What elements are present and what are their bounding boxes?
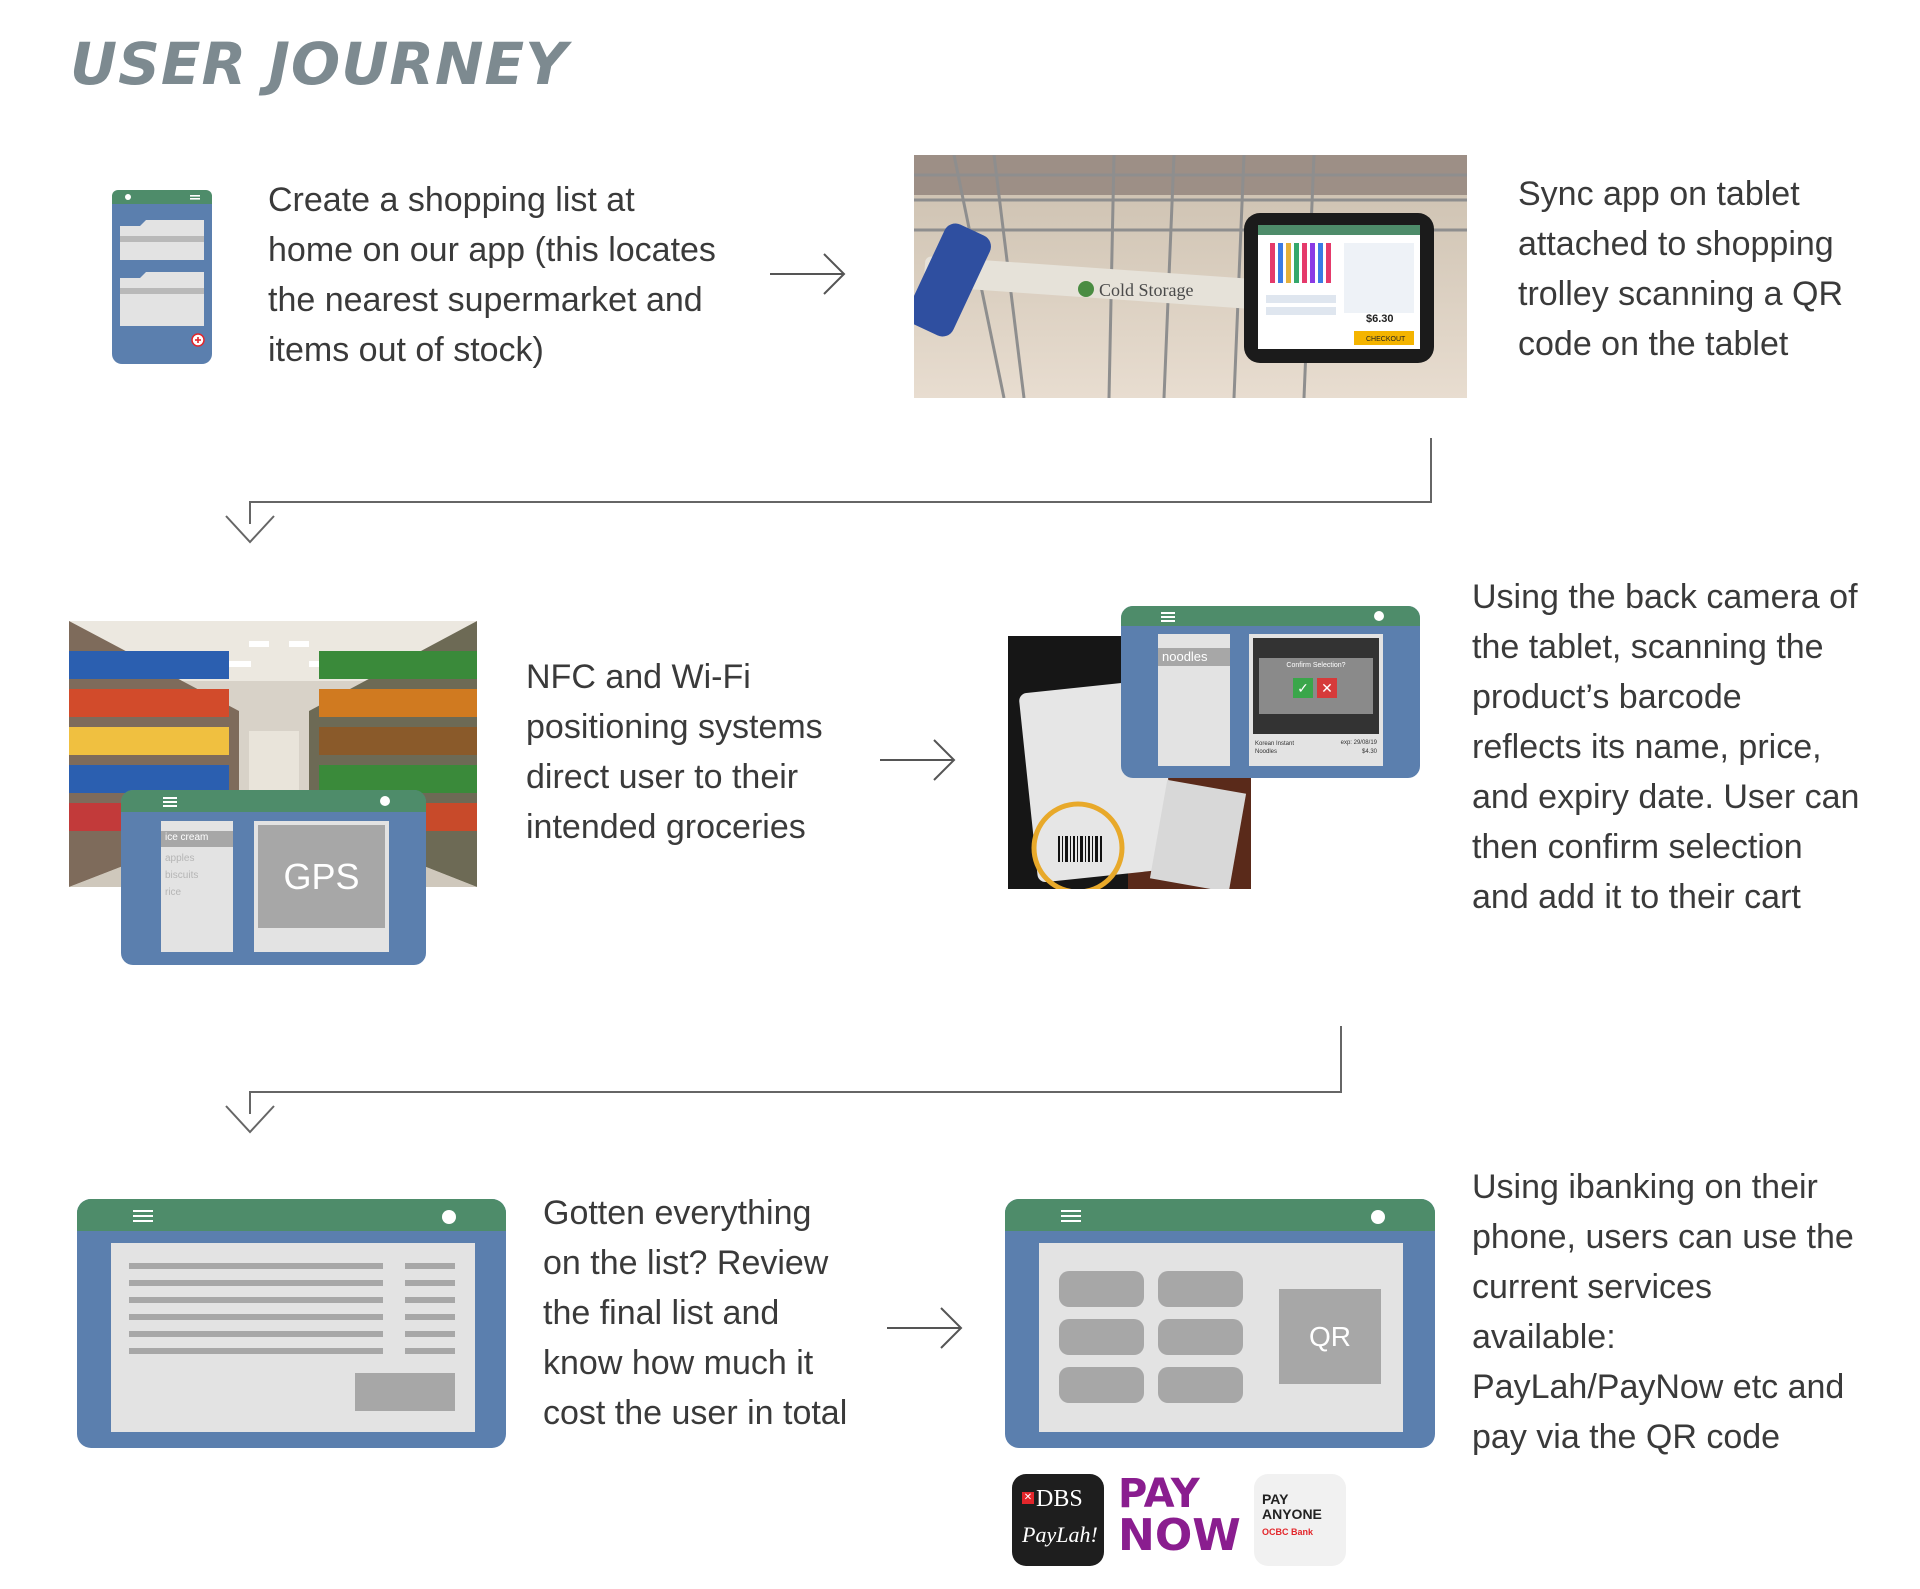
- paynow-line2-text: NOW: [1118, 1510, 1241, 1561]
- arrow-right-icon: [880, 739, 956, 781]
- dbs-x-icon: ✕: [1022, 1492, 1034, 1504]
- ocbc-bank-text: OCBC Bank: [1262, 1527, 1314, 1537]
- confirm-check-icon[interactable]: ✓: [1293, 678, 1313, 698]
- payanyone-line2-text: ANYONE: [1262, 1506, 1322, 1522]
- scan-dialog-title: Confirm Selection?: [1286, 662, 1346, 669]
- connector-arrow-down-icon: [225, 438, 1432, 544]
- page-title: USER JOURNEY: [70, 30, 569, 98]
- gps-item-biscuits: biscuits: [165, 870, 199, 881]
- review-list-tablet-mockup: [77, 1199, 506, 1448]
- scan-expiry: exp: 29/08/19: [1340, 740, 1377, 746]
- gps-panel-label: GPS: [258, 825, 385, 928]
- step-4-text: Using the back camera of the tablet, sca…: [1472, 578, 1860, 916]
- qr-panel-label: QR: [1279, 1289, 1381, 1384]
- ocbc-payanyone-logo: PAY ANYONE OCBC Bank: [1254, 1474, 1346, 1566]
- paynow-line1-text: PAY: [1118, 1471, 1200, 1517]
- scan-sidebar-item: noodles: [1162, 649, 1208, 664]
- connector-arrow-down-icon: [225, 1026, 1342, 1134]
- trolley-price-text: $6.30: [1366, 313, 1394, 325]
- status-dot-icon: [1371, 1210, 1385, 1224]
- phone-mockup-icon: [112, 190, 212, 364]
- gps-item-ice-cream: ice cream: [165, 832, 209, 843]
- status-dot-icon: [442, 1210, 456, 1224]
- step-5-text: Gotten everything on the list? Review th…: [543, 1194, 848, 1432]
- arrow-right-icon: [887, 1307, 963, 1349]
- menu-icon: [163, 797, 177, 799]
- gps-item-rice: rice: [165, 887, 182, 898]
- menu-icon: [1061, 1210, 1081, 1212]
- status-dot-icon: [1374, 611, 1384, 621]
- scan-product-name: Korean Instant Noodles: [1255, 741, 1295, 755]
- step-1-text: Create a shopping list at home on our ap…: [268, 181, 716, 369]
- arrow-right-icon: [770, 253, 846, 295]
- scan-tablet-mockup: noodles Confirm Selection? ✓ ✕ Korean In…: [1121, 606, 1420, 778]
- scan-price: $4.30: [1361, 749, 1377, 755]
- trolley-checkout-text: CHECKOUT: [1366, 336, 1406, 343]
- trolley-tablet-photo: Cold Storage $6.30 CHECKOUT: [914, 155, 1467, 398]
- paylah-logo-text: PayLah!: [1022, 1522, 1098, 1547]
- cancel-x-icon[interactable]: ✕: [1317, 678, 1337, 698]
- paynow-logo: PAY NOW: [1118, 1474, 1248, 1566]
- menu-icon: [1161, 612, 1175, 614]
- step-2-text: Sync app on tablet attached to shopping …: [1518, 175, 1844, 363]
- payment-tablet-mockup: QR: [1005, 1199, 1435, 1448]
- dbs-logo-text: DBS: [1036, 1486, 1083, 1512]
- total-block: [355, 1373, 455, 1411]
- dbs-paylah-logo: ✕ DBS PayLah!: [1012, 1474, 1104, 1566]
- step-6-text: Using ibanking on their phone, users can…: [1472, 1168, 1854, 1456]
- payanyone-line1-text: PAY: [1262, 1491, 1289, 1507]
- step-3-text: NFC and Wi-Fi positioning systems direct…: [526, 658, 823, 846]
- gps-tablet-mockup: ice cream apples biscuits rice GPS: [121, 790, 426, 965]
- menu-icon: [133, 1210, 153, 1212]
- trolley-brand-text: Cold Storage: [1099, 280, 1194, 300]
- gps-item-apples: apples: [165, 853, 195, 864]
- status-dot-icon: [380, 796, 390, 806]
